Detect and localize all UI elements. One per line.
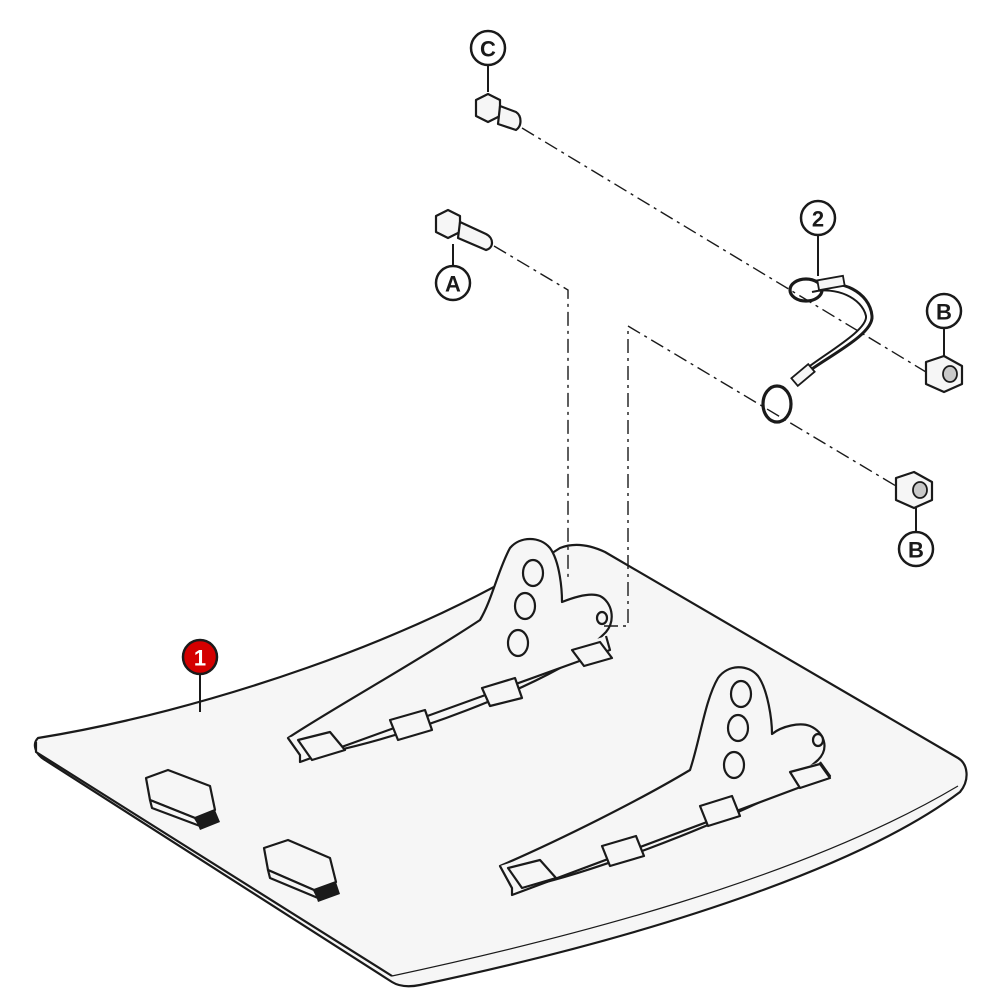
bracket-left-rail [287, 635, 612, 764]
callout-a[interactable]: A [434, 264, 472, 302]
assembly-line-bracket-to-b [604, 324, 897, 627]
callout-a-label: A [445, 272, 461, 297]
bolt-c [474, 92, 522, 132]
nut-b-lower [894, 470, 934, 510]
assembly-lines [493, 127, 927, 627]
bracket-right-pin-hole [811, 732, 825, 748]
callout-c-label: C [480, 37, 496, 62]
nut-b-upper [924, 354, 964, 394]
bracket-right-hole-1 [729, 679, 753, 709]
bracket-left-hole-1 [521, 558, 545, 588]
assembly-line-a-to-bracket [493, 245, 569, 580]
bolt-a [434, 208, 494, 252]
bumper-pad-left [144, 768, 220, 830]
base-plate-body [33, 543, 968, 988]
bracket-left-pin-hole [595, 610, 609, 626]
base-plate [33, 543, 968, 988]
safety-cable [761, 274, 874, 424]
callout-1[interactable]: 1 [181, 638, 219, 676]
bracket-right-hole-3 [722, 750, 746, 780]
callout-b-lower[interactable]: B [897, 530, 935, 568]
bracket-right-rail [499, 761, 832, 897]
callout-b-upper-label: B [936, 300, 952, 325]
callout-2[interactable]: 2 [799, 199, 837, 237]
bracket-right-hole-2 [726, 713, 750, 743]
bumper-pad-right [262, 838, 340, 902]
callout-b-upper[interactable]: B [925, 292, 963, 330]
callout-c[interactable]: C [469, 29, 507, 67]
callout-b-lower-label: B [908, 538, 924, 563]
bracket-left-arm [286, 537, 613, 757]
base-plate-front-edge [34, 742, 393, 977]
bracket-right [498, 666, 832, 897]
bracket-left-hole-3 [506, 628, 530, 658]
assembly-line-c-to-b [521, 127, 927, 373]
callout-1-label: 1 [194, 646, 206, 671]
base-plate-shadow-edge [391, 785, 959, 977]
cable-loop-lower [761, 384, 793, 424]
bracket-left [286, 537, 614, 764]
bracket-left-hole-2 [513, 591, 537, 621]
callout-2-label: 2 [812, 207, 824, 232]
